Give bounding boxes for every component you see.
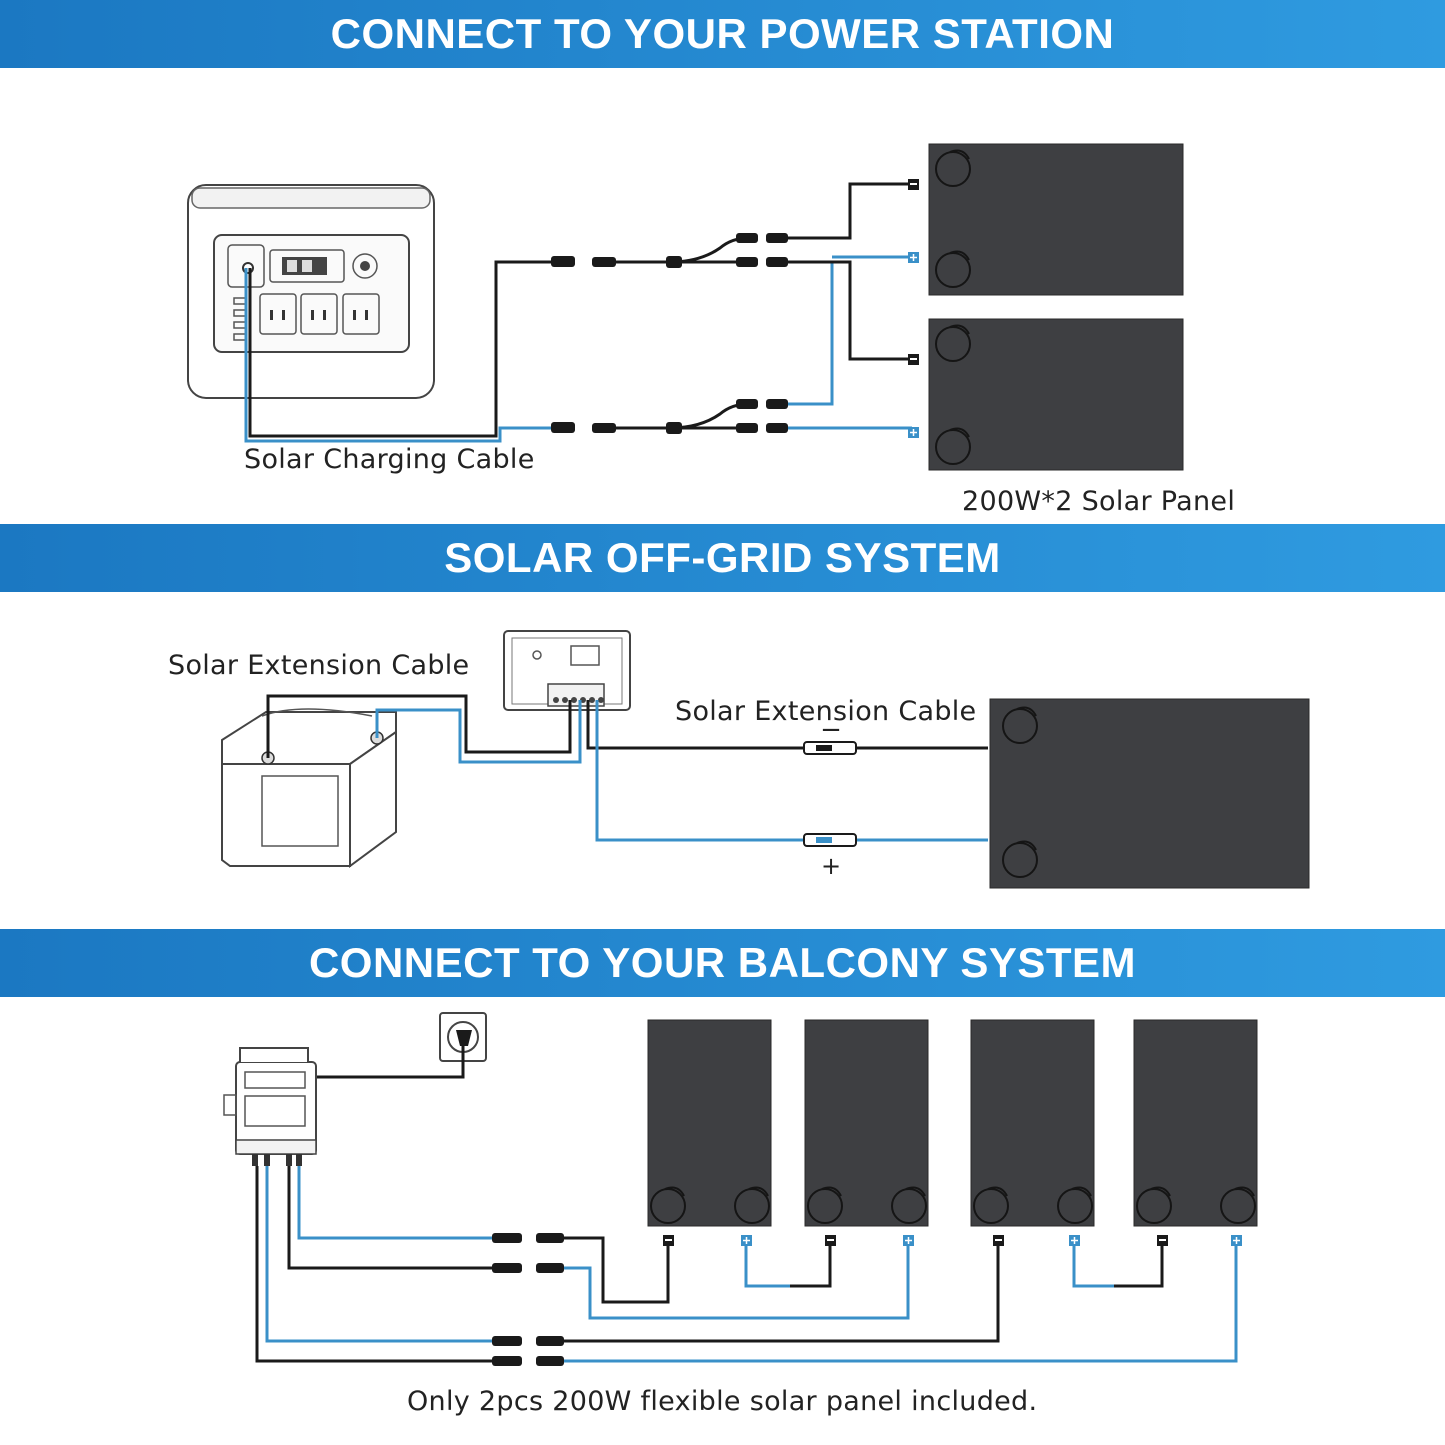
mc4-connector-icon — [492, 1233, 564, 1366]
section-title: CONNECT TO YOUR BALCONY SYSTEM — [308, 939, 1137, 986]
solar-panel-icon — [970, 1019, 1095, 1227]
solar-panel-icon — [647, 1019, 772, 1227]
microinverter-icon — [223, 1047, 317, 1166]
solar-panel-icon — [928, 318, 1184, 471]
negative-sign: − — [820, 715, 842, 745]
extension-cable-label: Solar Extension Cable — [675, 696, 977, 727]
positive-sign: + — [821, 852, 841, 880]
power-station-icon — [187, 184, 435, 399]
section-banner-power-station: CONNECT TO YOUR POWER STATION — [0, 0, 1445, 68]
section-banner-balcony: CONNECT TO YOUR BALCONY SYSTEM — [0, 929, 1445, 997]
solar-panel-icon — [928, 143, 1184, 296]
section-banner-off-grid: SOLAR OFF-GRID SYSTEM — [0, 524, 1445, 592]
mc4-connector-icon — [803, 741, 857, 847]
section-title: CONNECT TO YOUR POWER STATION — [330, 10, 1115, 57]
panel-spec-label: 200W*2 Solar Panel — [962, 486, 1236, 517]
solar-panel-icon — [989, 698, 1310, 889]
solar-panel-icon — [1133, 1019, 1258, 1227]
section-title: SOLAR OFF-GRID SYSTEM — [444, 534, 1001, 581]
solar-panel-icon — [804, 1019, 929, 1227]
footnote: Only 2pcs 200W flexible solar panel incl… — [407, 1386, 1038, 1417]
charge-controller-icon — [503, 630, 631, 711]
wall-socket-icon — [439, 1012, 487, 1062]
extension-cable-label: Solar Extension Cable — [168, 650, 470, 681]
charging-cable-label: Solar Charging Cable — [244, 444, 535, 475]
mc4-connector-icon — [551, 256, 616, 433]
battery-icon — [221, 708, 397, 868]
